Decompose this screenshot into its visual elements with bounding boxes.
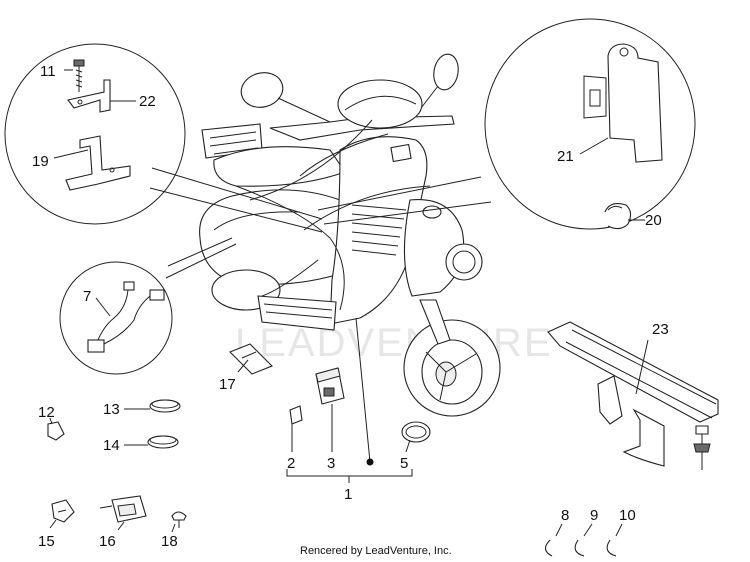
part-16-connector: [99, 495, 147, 531]
clip-part-20: [604, 203, 632, 230]
bracket-part-19: [65, 135, 131, 191]
harness-connection-dot: [366, 458, 374, 466]
callout-13: 13: [103, 401, 120, 418]
watermark: LEADVENTURE: [235, 321, 553, 365]
callout-18: 18: [161, 533, 178, 550]
inset-bracket-circle: [4, 43, 186, 225]
callout-5: 5: [400, 455, 408, 472]
callout-20: 20: [645, 212, 662, 229]
callout-11: 11: [40, 63, 56, 80]
part-3-control-unit: [315, 367, 345, 452]
inset-harness-circle: [59, 261, 173, 375]
callout-7: 7: [83, 288, 91, 305]
callout-19: 19: [32, 153, 49, 170]
harness-part-7: [87, 281, 165, 353]
callout-2: 2: [287, 455, 295, 472]
screw-part-11: [73, 59, 85, 92]
callout-labels: 1 2 3 5 7 8 9 10 11 12 13 14 15 16 17 18…: [32, 63, 669, 550]
part-17-pad: [229, 343, 273, 375]
part-12-nut: [47, 417, 65, 441]
scooter-illustration: [199, 53, 501, 417]
credit-text: Rencered by LeadVenture, Inc.: [300, 545, 452, 557]
callout-10: 10: [619, 507, 636, 524]
part-2-fuse: [289, 405, 303, 452]
guide-lines: [149, 167, 492, 483]
callout-23: 23: [652, 321, 669, 338]
part-9-circlip: [574, 523, 593, 557]
callout-22: 22: [139, 93, 156, 110]
callout-8: 8: [561, 507, 569, 524]
part-13-cable-tie: [124, 399, 181, 413]
callout-12: 12: [38, 404, 55, 421]
callout-16: 16: [99, 533, 116, 550]
callout-15: 15: [38, 533, 55, 550]
part-14-cable-tie: [124, 435, 179, 449]
part-10-circlip: [606, 523, 623, 557]
callout-3: 3: [327, 455, 335, 472]
callout-17: 17: [219, 376, 236, 393]
part-15-clip: [49, 499, 75, 529]
part-8-circlip: [544, 523, 563, 557]
callout-21: 21: [557, 148, 574, 165]
callout-9: 9: [590, 507, 598, 524]
part-23-bracket: [547, 321, 719, 470]
callout-14: 14: [103, 437, 120, 454]
part-18-plug: [171, 511, 187, 533]
bracket-part-22: [67, 79, 111, 113]
callout-1: 1: [344, 486, 352, 503]
part-5-clamp: [401, 421, 431, 453]
inset-plate-circle: [484, 18, 696, 230]
plate-part-21: [583, 43, 663, 163]
